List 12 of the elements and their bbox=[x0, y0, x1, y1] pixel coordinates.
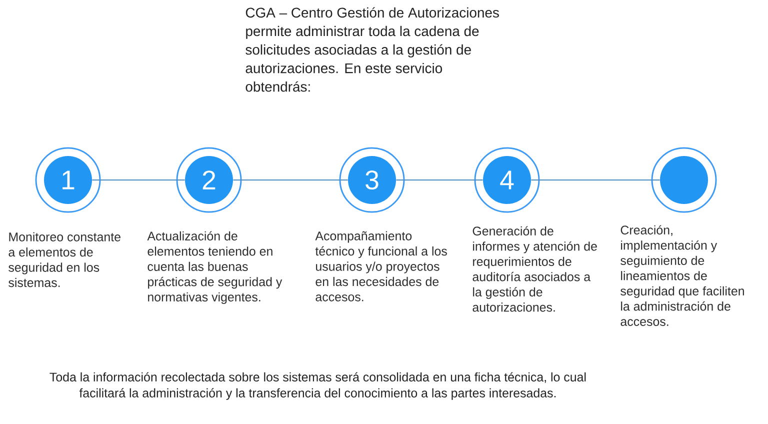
connector-line bbox=[531, 179, 660, 181]
step-description: Actualización de elementos teniendo en cuenta las buenas prácticas de seguridad y normativas vigentes. bbox=[147, 231, 282, 304]
note-text: Toda la información recolectada sobre los sistemas será consolidada en una ficha técnica, lo cual facilitará la administración y la transferencia del conocimiento a las partes interesadas. bbox=[50, 372, 586, 400]
step-description: Generación de informes y atención de requerimientos de auditoría asociados a la gestión de autorizaciones. bbox=[472, 226, 597, 312]
connector-line bbox=[396, 179, 483, 181]
connector-line bbox=[92, 179, 185, 181]
step-description: Monitoreo constante a elementos de seguridad en los sistemas. bbox=[8, 232, 120, 288]
step-description: Acompañamiento técnico y funcional a los usuarios y/o proyectos en las necesidades de accesos. bbox=[315, 231, 447, 302]
intro-text: CGA – Centro Gestión de Autorizaciones permite administrar toda la cadena de solicitudes asociadas a la gestión de autorizaciones. En este servicio obtendrás: bbox=[246, 7, 499, 92]
step-description: Creación, implementación y seguimiento de lineamientos de seguridad que faciliten la administración de accesos. bbox=[620, 225, 744, 326]
step-circle bbox=[651, 147, 717, 213]
connector-line bbox=[233, 179, 348, 181]
